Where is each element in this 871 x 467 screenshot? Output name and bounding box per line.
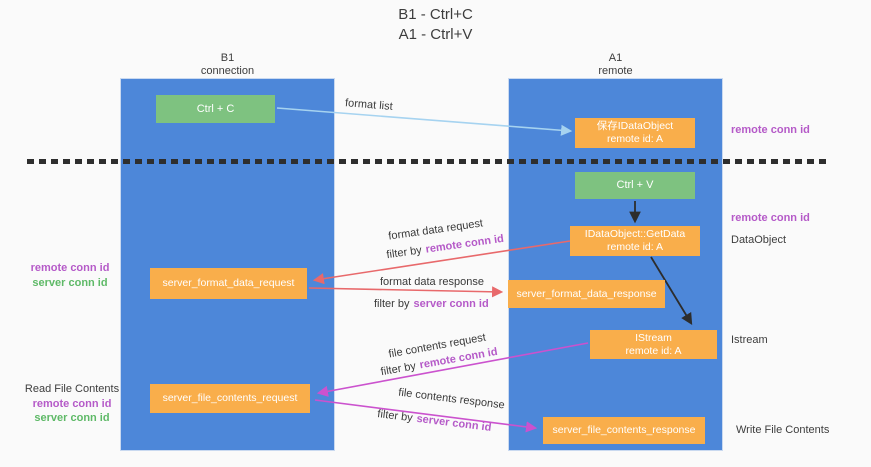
remote-conn-id-annotation-mid: remote conn id xyxy=(731,212,810,224)
save-idataobject-box: 保存IDataObject remote id: A xyxy=(575,118,695,148)
ctrl-c-label: Ctrl + C xyxy=(196,102,235,115)
server-format-data-response-box: server_format_data_response xyxy=(508,280,665,308)
write-file-contents-annotation: Write File Contents xyxy=(736,424,830,436)
idataobject-getdata-line2: remote id: A xyxy=(606,241,664,253)
remote-conn-id-annotation-top: remote conn id xyxy=(731,124,810,136)
right-column-header: A1 remote xyxy=(508,52,723,78)
read-file-contents-annotation: Read File Contents xyxy=(24,383,120,395)
dataobject-annotation: DataObject xyxy=(731,234,787,246)
title-line-1: B1 - Ctrl+C xyxy=(398,6,473,23)
phase-separator-dashed-line xyxy=(27,159,828,164)
server-conn-id-accent: server conn id xyxy=(415,412,492,434)
istream-line1: IStream xyxy=(635,331,672,344)
idataobject-getdata-line1: IDataObject::GetData xyxy=(584,228,686,240)
left-conn-id-annotation-group: remote conn id server conn id xyxy=(22,261,118,290)
left-server-conn-id-annotation-1: server conn id xyxy=(32,276,108,289)
istream-annotation: Istream xyxy=(731,334,768,346)
server-format-data-response-label: server_format_data_response xyxy=(516,287,657,300)
left-server-conn-id-annotation-2: server conn id xyxy=(34,412,110,424)
format-list-label: format list xyxy=(344,97,394,113)
format-data-response-arrow xyxy=(308,286,504,298)
ctrl-v-box: Ctrl + V xyxy=(575,172,695,199)
left-remote-conn-id-annotation-2: remote conn id xyxy=(32,397,112,410)
ctrl-v-label: Ctrl + V xyxy=(616,179,654,191)
left-column-role: connection xyxy=(200,65,255,77)
ctrl-c-box: Ctrl + C xyxy=(156,95,275,123)
filter-by-text: filter by xyxy=(385,244,423,262)
diagram-title: B1 - Ctrl+C A1 - Ctrl+V xyxy=(0,5,871,45)
right-column-name: A1 xyxy=(608,52,623,64)
left-remote-conn-id-annotation-1: remote conn id xyxy=(30,262,110,274)
filter-by-text: filter by xyxy=(374,298,410,310)
istream-box: IStream remote id: A xyxy=(590,330,717,359)
filter-by-text: filter by xyxy=(376,408,414,425)
title-line-2: A1 - Ctrl+V xyxy=(398,26,473,43)
left-column-name: B1 xyxy=(220,52,235,64)
server-format-data-request-label: server_format_data_request xyxy=(162,277,295,289)
filter-by-text: filter by xyxy=(379,360,417,379)
server-file-contents-response-box: server_file_contents_response xyxy=(543,417,705,444)
save-idataobject-line1: 保存IDataObject xyxy=(596,120,674,132)
server-conn-id-accent: server conn id xyxy=(413,298,489,310)
read-file-contents-annotation-group: Read File Contents remote conn id server… xyxy=(18,382,126,426)
server-file-contents-request-box: server_file_contents_request xyxy=(150,384,310,413)
idataobject-getdata-box: IDataObject::GetData remote id: A xyxy=(570,226,700,256)
right-column-role: remote xyxy=(598,65,633,77)
server-file-contents-response-label: server_file_contents_response xyxy=(552,424,696,436)
left-column-header: B1 connection xyxy=(120,52,335,78)
istream-line2: remote id: A xyxy=(625,344,682,357)
remote-conn-id-accent: remote conn id xyxy=(424,232,505,256)
server-format-data-request-box: server_format_data_request xyxy=(150,268,307,299)
save-idataobject-line2: remote id: A xyxy=(606,133,664,145)
file-contents-response-label: file contents response xyxy=(397,386,506,412)
format-data-response-label: format data response xyxy=(380,276,484,288)
server-file-contents-request-label: server_file_contents_request xyxy=(162,392,298,404)
